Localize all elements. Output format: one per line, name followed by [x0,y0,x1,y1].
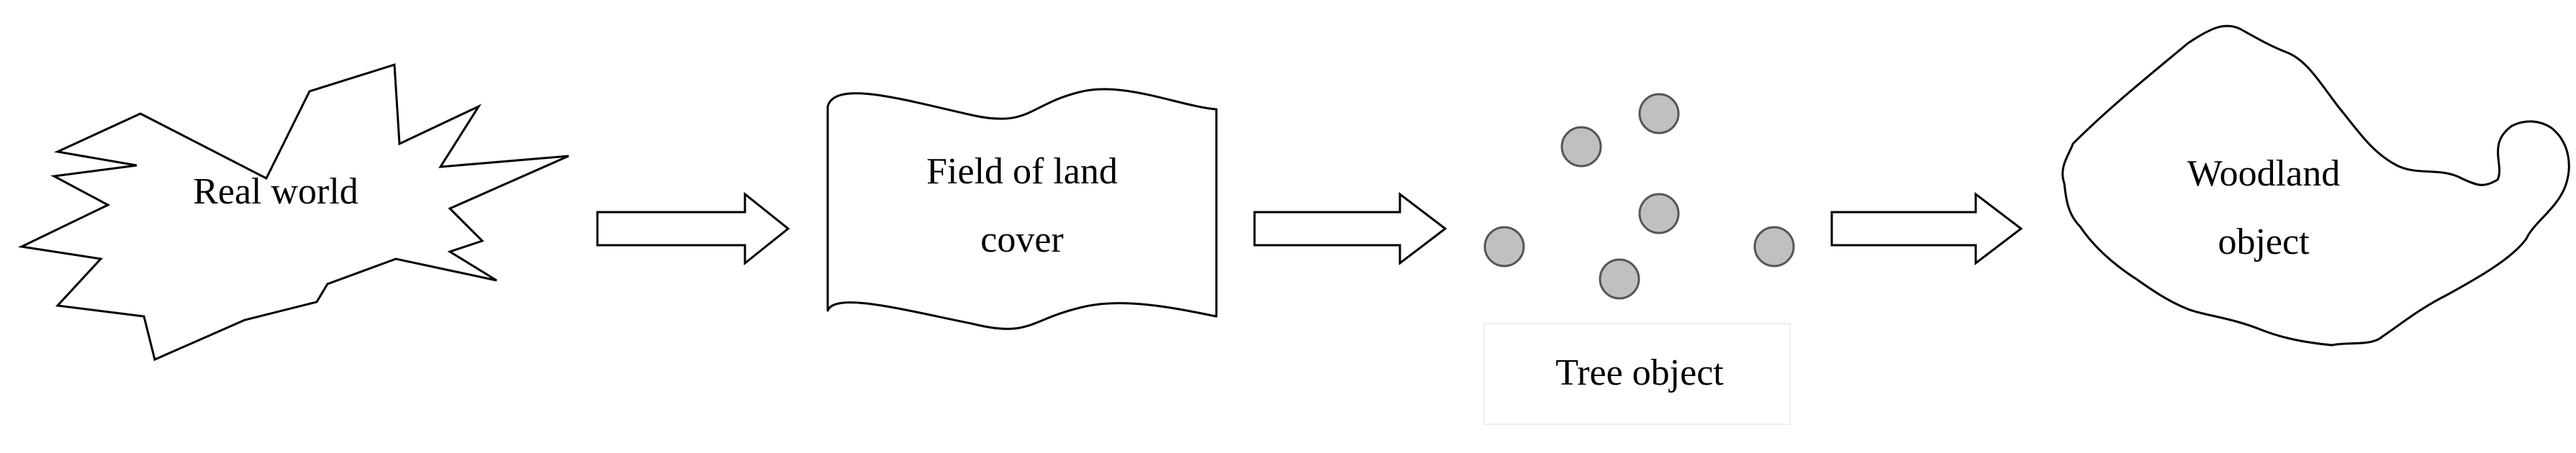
tree-circle [1560,126,1602,168]
tree-object-label: Tree object [1555,352,1724,393]
arrow-2 [1253,191,1447,266]
land-cover-label-line-2: cover [980,219,1063,260]
real-world-starburst [18,63,569,362]
tree-circle [1638,193,1680,234]
land-cover-label-line-1: Field of land [926,151,1118,192]
woodland-outline [2061,24,2570,347]
arrow-1 [596,191,790,266]
land-cover-node: Field of land cover [826,88,1218,330]
tree-circle [1638,93,1680,134]
real-world-label: Real world [193,171,358,212]
land-cover-document [826,88,1218,330]
arrow-3 [1830,191,2023,266]
real-world-node: Real world [18,63,569,362]
tree-circle [1483,226,1525,267]
tree-caption-box [1483,323,1791,425]
tree-circle [1599,258,1640,300]
tree-object-node: Tree object [1483,93,1795,425]
tree-circle [1753,226,1795,267]
woodland-label-line-1: Woodland [2187,153,2340,194]
woodland-label-line-2: object [2218,221,2310,262]
woodland-node: Woodland object [2061,24,2570,347]
